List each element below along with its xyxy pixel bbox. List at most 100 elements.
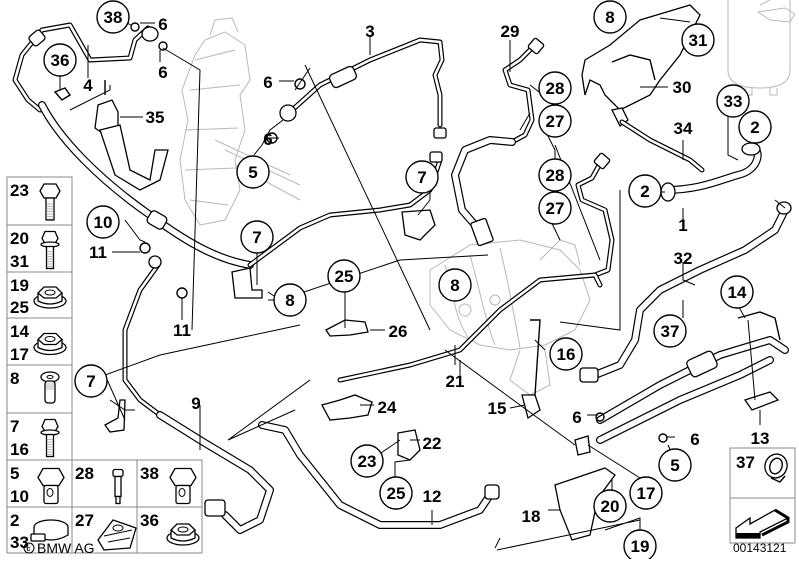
callout-30[interactable]: 30: [673, 78, 692, 97]
callout-13[interactable]: 13: [751, 429, 770, 448]
part-number: 17: [10, 345, 29, 364]
hose-suction[interactable]: [451, 136, 516, 247]
callout-8[interactable]: 8: [593, 0, 627, 34]
callout-16[interactable]: 16: [549, 337, 583, 371]
hose-fitting: [470, 217, 494, 247]
callout-4[interactable]: 4: [83, 76, 93, 95]
callout-21[interactable]: 21: [446, 372, 465, 391]
table-cell: [136, 506, 203, 554]
callout-5[interactable]: 5: [236, 155, 270, 189]
callout-24[interactable]: 24: [378, 398, 397, 417]
callout-27[interactable]: 27: [538, 104, 572, 138]
callout-33[interactable]: 33: [716, 84, 750, 118]
callout-25[interactable]: 25: [327, 259, 361, 293]
callout-37[interactable]: 37: [653, 314, 687, 348]
bracket-7[interactable]: [104, 399, 126, 433]
part-number: 25: [10, 298, 29, 317]
callout-6[interactable]: 6: [690, 430, 699, 449]
callout-11[interactable]: 11: [89, 243, 107, 262]
callout-25[interactable]: 25: [379, 476, 413, 510]
callout-circle: [538, 71, 572, 105]
bracket-8-upper[interactable]: [401, 209, 436, 241]
hose-9[interactable]: [38, 101, 254, 269]
callout-number: 27: [546, 199, 565, 218]
hose-12[interactable]: [258, 421, 500, 529]
fastener-cell: 28: [71, 459, 138, 508]
bracket-35[interactable]: [94, 80, 169, 191]
callout-10[interactable]: 10: [86, 205, 120, 239]
callout-11[interactable]: 11: [173, 321, 191, 340]
callout-36[interactable]: 36: [43, 43, 77, 77]
callout-6[interactable]: 6: [263, 73, 272, 92]
callout-7[interactable]: 7: [240, 220, 274, 254]
washer: [658, 433, 668, 443]
callout-6[interactable]: 6: [572, 408, 581, 427]
callout-27[interactable]: 27: [538, 191, 572, 225]
callout-7[interactable]: 7: [74, 364, 108, 398]
bracket-8[interactable]: [231, 267, 263, 299]
part-number: 28: [75, 464, 94, 483]
part-number: 10: [10, 487, 29, 506]
callout-2[interactable]: 2: [628, 174, 662, 208]
hose-4[interactable]: [12, 22, 159, 113]
callout-9[interactable]: 9: [191, 394, 200, 413]
clip-13[interactable]: [743, 391, 780, 411]
callout-circle: [538, 158, 572, 192]
callout-circle: [716, 84, 750, 118]
callout-34[interactable]: 34: [674, 119, 693, 138]
callout-circle: [43, 43, 77, 77]
bracket-18[interactable]: [554, 467, 616, 541]
callout-6[interactable]: 6: [158, 15, 167, 34]
cable-tie-34[interactable]: [611, 107, 705, 173]
callout-6[interactable]: 6: [263, 130, 272, 149]
callout-6[interactable]: 6: [158, 63, 167, 82]
callout-31[interactable]: 31: [681, 23, 715, 57]
callout-7[interactable]: 7: [405, 160, 439, 194]
hose-end: [741, 142, 761, 156]
callout-29[interactable]: 29: [501, 22, 520, 41]
callout-3[interactable]: 3: [365, 22, 374, 41]
callout-15[interactable]: 15: [488, 399, 507, 418]
hose-fitting: [204, 499, 226, 517]
callout-12[interactable]: 12: [423, 487, 442, 506]
hose-4-fitting: [28, 29, 46, 47]
hose-3[interactable]: [279, 37, 447, 163]
cooler-lines[interactable]: [596, 311, 789, 444]
callout-26[interactable]: 26: [389, 322, 408, 341]
callout-28[interactable]: 28: [538, 158, 572, 192]
callout-circle: [379, 476, 413, 510]
hose-1-32[interactable]: [579, 142, 792, 383]
callout-20[interactable]: 20: [593, 489, 627, 523]
bracket-17[interactable]: [574, 435, 591, 456]
callout-17[interactable]: 17: [629, 476, 663, 510]
callout-circle: [658, 448, 692, 482]
hose-29[interactable]: [502, 37, 545, 145]
callout-number: 6: [572, 408, 581, 427]
callout-8[interactable]: 8: [438, 268, 472, 302]
callout-23[interactable]: 23: [350, 444, 384, 478]
bracket-22[interactable]: [397, 429, 421, 461]
callout-32[interactable]: 32: [674, 249, 693, 268]
callout-1[interactable]: 1: [678, 216, 687, 235]
callout-19[interactable]: 19: [623, 529, 657, 563]
callout-circle: [593, 0, 627, 34]
callout-28[interactable]: 28: [538, 71, 572, 105]
callout-18[interactable]: 18: [522, 507, 541, 526]
heat-shield-30[interactable]: [581, 4, 701, 111]
clip-24[interactable]: [321, 394, 373, 421]
pipe-27[interactable]: [575, 152, 615, 278]
callout-number: 10: [94, 213, 113, 232]
part-number: 2: [10, 511, 19, 530]
bracket-15[interactable]: [521, 394, 541, 420]
callout-22[interactable]: 22: [423, 434, 442, 453]
callout-circle: [96, 0, 130, 34]
bracket-26[interactable]: [325, 319, 369, 337]
callout-14[interactable]: 14: [720, 275, 754, 309]
callout-8[interactable]: 8: [273, 283, 307, 317]
callout-38[interactable]: 38: [96, 0, 130, 34]
callout-2[interactable]: 2: [738, 110, 772, 144]
pipe-21[interactable]: [337, 272, 603, 383]
callout-number: 35: [146, 108, 165, 127]
callout-5[interactable]: 5: [658, 448, 692, 482]
callout-35[interactable]: 35: [146, 108, 165, 127]
